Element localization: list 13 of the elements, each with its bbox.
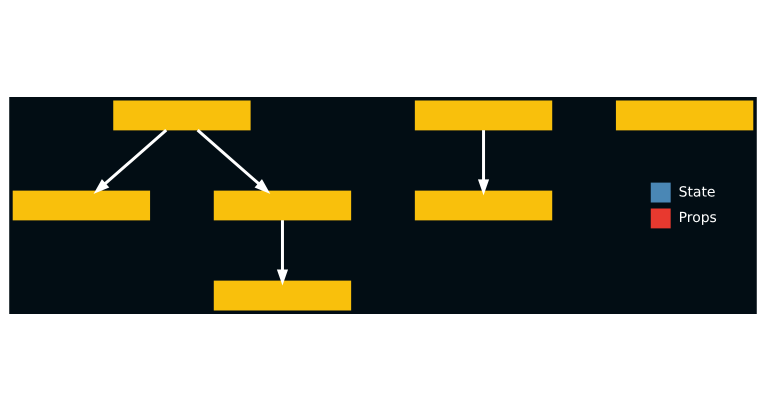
legend-label: State bbox=[678, 184, 716, 200]
node-bar bbox=[12, 190, 150, 220]
arrow bbox=[478, 130, 490, 196]
arrow bbox=[196, 129, 270, 194]
node-bar bbox=[414, 190, 552, 220]
node-bar bbox=[616, 100, 754, 130]
arrow bbox=[276, 220, 288, 286]
node-bar bbox=[113, 100, 251, 130]
node-bar bbox=[214, 190, 352, 220]
arrow bbox=[94, 129, 168, 194]
legend-label: Props bbox=[678, 210, 717, 226]
node-bar bbox=[414, 100, 552, 130]
node-bar bbox=[214, 280, 352, 311]
